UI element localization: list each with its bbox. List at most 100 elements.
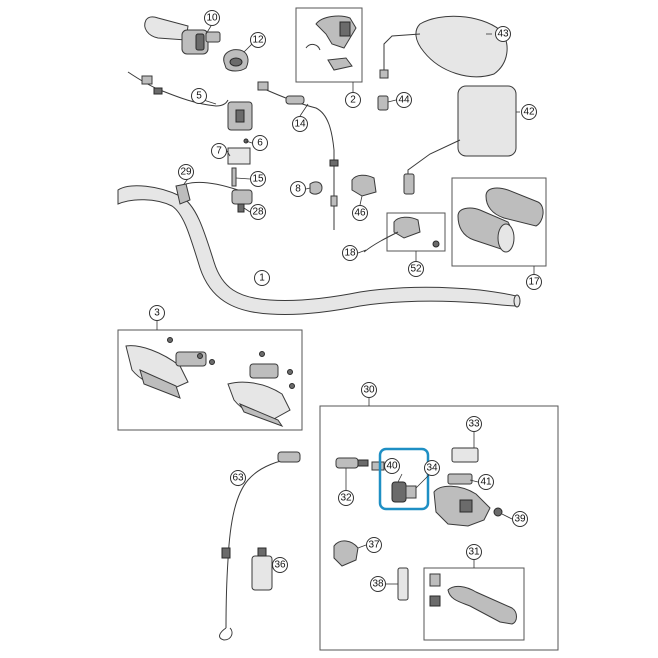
- callout-34: 34: [424, 460, 440, 476]
- lever-nut-part-31: [429, 595, 441, 607]
- clamp-part-52: [393, 216, 421, 239]
- pin-part-38: [397, 567, 409, 601]
- oil-bottle: [251, 555, 273, 591]
- cable-clip-part-8: [309, 181, 323, 195]
- callout-44: 44: [396, 92, 412, 108]
- bolt-part-15: [231, 167, 237, 187]
- master-cylinder-port: [459, 499, 473, 513]
- callout-18: 18: [342, 245, 358, 261]
- piston-part-32: [357, 459, 369, 467]
- connector-part-29: [175, 183, 191, 205]
- clutch-cable-adjuster: [277, 451, 301, 463]
- svg-text:52: 52: [410, 264, 422, 275]
- svg-text:28: 28: [252, 207, 264, 218]
- box-part-2: [295, 7, 363, 83]
- svg-text:44: 44: [398, 95, 410, 106]
- callout-10: 10: [204, 10, 220, 26]
- mirror-stem-end-part-42: [403, 173, 415, 195]
- spring-part-32: [335, 457, 359, 469]
- svg-text:38: 38: [372, 579, 384, 590]
- callout-46: 46: [352, 205, 368, 221]
- throttle-cable-adjuster: [285, 95, 305, 105]
- callout-17: 17: [526, 274, 542, 290]
- handguard-left: [125, 345, 189, 391]
- callout-5: 5: [191, 88, 207, 104]
- grip-left-flange: [497, 223, 515, 253]
- svg-text:1: 1: [259, 273, 265, 284]
- pin-part-18: [363, 231, 399, 253]
- callout-29: 29: [178, 164, 194, 180]
- svg-text:34: 34: [426, 463, 438, 474]
- callout-43: 43: [495, 26, 511, 42]
- svg-text:33: 33: [468, 419, 480, 430]
- svg-text:36: 36: [274, 560, 286, 571]
- svg-text:30: 30: [363, 385, 375, 396]
- adapter-part-44: [377, 95, 389, 111]
- box-part-3: [117, 329, 303, 431]
- svg-text:63: 63: [232, 473, 244, 484]
- switch-plate-part-7: [227, 147, 251, 165]
- svg-text:18: 18: [344, 248, 356, 259]
- diaphragm-part-41: [447, 473, 473, 485]
- svg-text:12: 12: [252, 35, 264, 46]
- svg-text:46: 46: [354, 208, 366, 219]
- throttle-cable: [261, 87, 335, 230]
- oil-bottle-cap: [257, 547, 267, 557]
- cable-connector-part-5: [141, 75, 153, 85]
- handguard-bolt-2: [197, 353, 203, 359]
- handguard-right-lower: [238, 403, 284, 427]
- handlebar-end: [513, 294, 521, 308]
- mirror-part-43: [415, 15, 508, 78]
- clutch-cable-sleeve: [221, 547, 231, 559]
- screw-part-28: [237, 203, 245, 213]
- clutch-cable: [225, 457, 297, 629]
- throttle-housing-screw: [205, 31, 221, 43]
- piston-part-40: [391, 481, 407, 503]
- throttle-cable-end: [257, 81, 269, 91]
- svg-text:39: 39: [514, 514, 526, 525]
- mirror-stem-part-43: [383, 33, 421, 70]
- svg-text:37: 37: [368, 540, 380, 551]
- throttle-cable-ferrule: [329, 159, 339, 167]
- clutch-lever-part-31: [447, 585, 517, 625]
- callout-2: 2: [345, 92, 361, 108]
- callout-15: 15: [250, 171, 266, 187]
- svg-text:2: 2: [350, 95, 356, 106]
- callout-30: 30: [361, 382, 377, 398]
- box-part-17: [451, 177, 547, 267]
- handguard-bolt-3: [209, 359, 215, 365]
- svg-text:40: 40: [386, 461, 398, 472]
- callout-7: 7: [211, 143, 227, 159]
- svg-text:41: 41: [480, 477, 492, 488]
- callout-32: 32: [338, 490, 354, 506]
- callout-38: 38: [370, 576, 386, 592]
- lever-part-2-detail: [339, 21, 351, 37]
- callout-42: 42: [521, 104, 537, 120]
- svg-text:15: 15: [252, 174, 264, 185]
- svg-text:5: 5: [196, 91, 202, 102]
- svg-text:43: 43: [497, 29, 509, 40]
- callout-41: 41: [478, 474, 494, 490]
- throttle-housing-cap: [195, 33, 205, 51]
- svg-text:42: 42: [523, 107, 535, 118]
- clamp-part-52-screw: [432, 240, 440, 248]
- svg-text:17: 17: [528, 277, 540, 288]
- callout-40: 40: [384, 458, 400, 474]
- clamp-part-12-hole: [229, 57, 243, 67]
- callout-52: 52: [408, 261, 424, 277]
- callout-14: 14: [292, 116, 308, 132]
- callout-63: 63: [230, 470, 246, 486]
- svg-text:29: 29: [180, 167, 192, 178]
- svg-text:3: 3: [154, 308, 160, 319]
- cable-plug-part-5: [153, 87, 163, 95]
- svg-text:7: 7: [216, 146, 222, 157]
- handguard-bolt-6: [289, 383, 295, 389]
- svg-text:32: 32: [340, 493, 352, 504]
- callout-31: 31: [466, 544, 482, 560]
- svg-text:31: 31: [468, 547, 480, 558]
- bolt-part-39: [493, 507, 503, 517]
- svg-text:6: 6: [257, 138, 263, 149]
- grip-right: [485, 187, 544, 227]
- handguard-bracket-right: [249, 363, 279, 379]
